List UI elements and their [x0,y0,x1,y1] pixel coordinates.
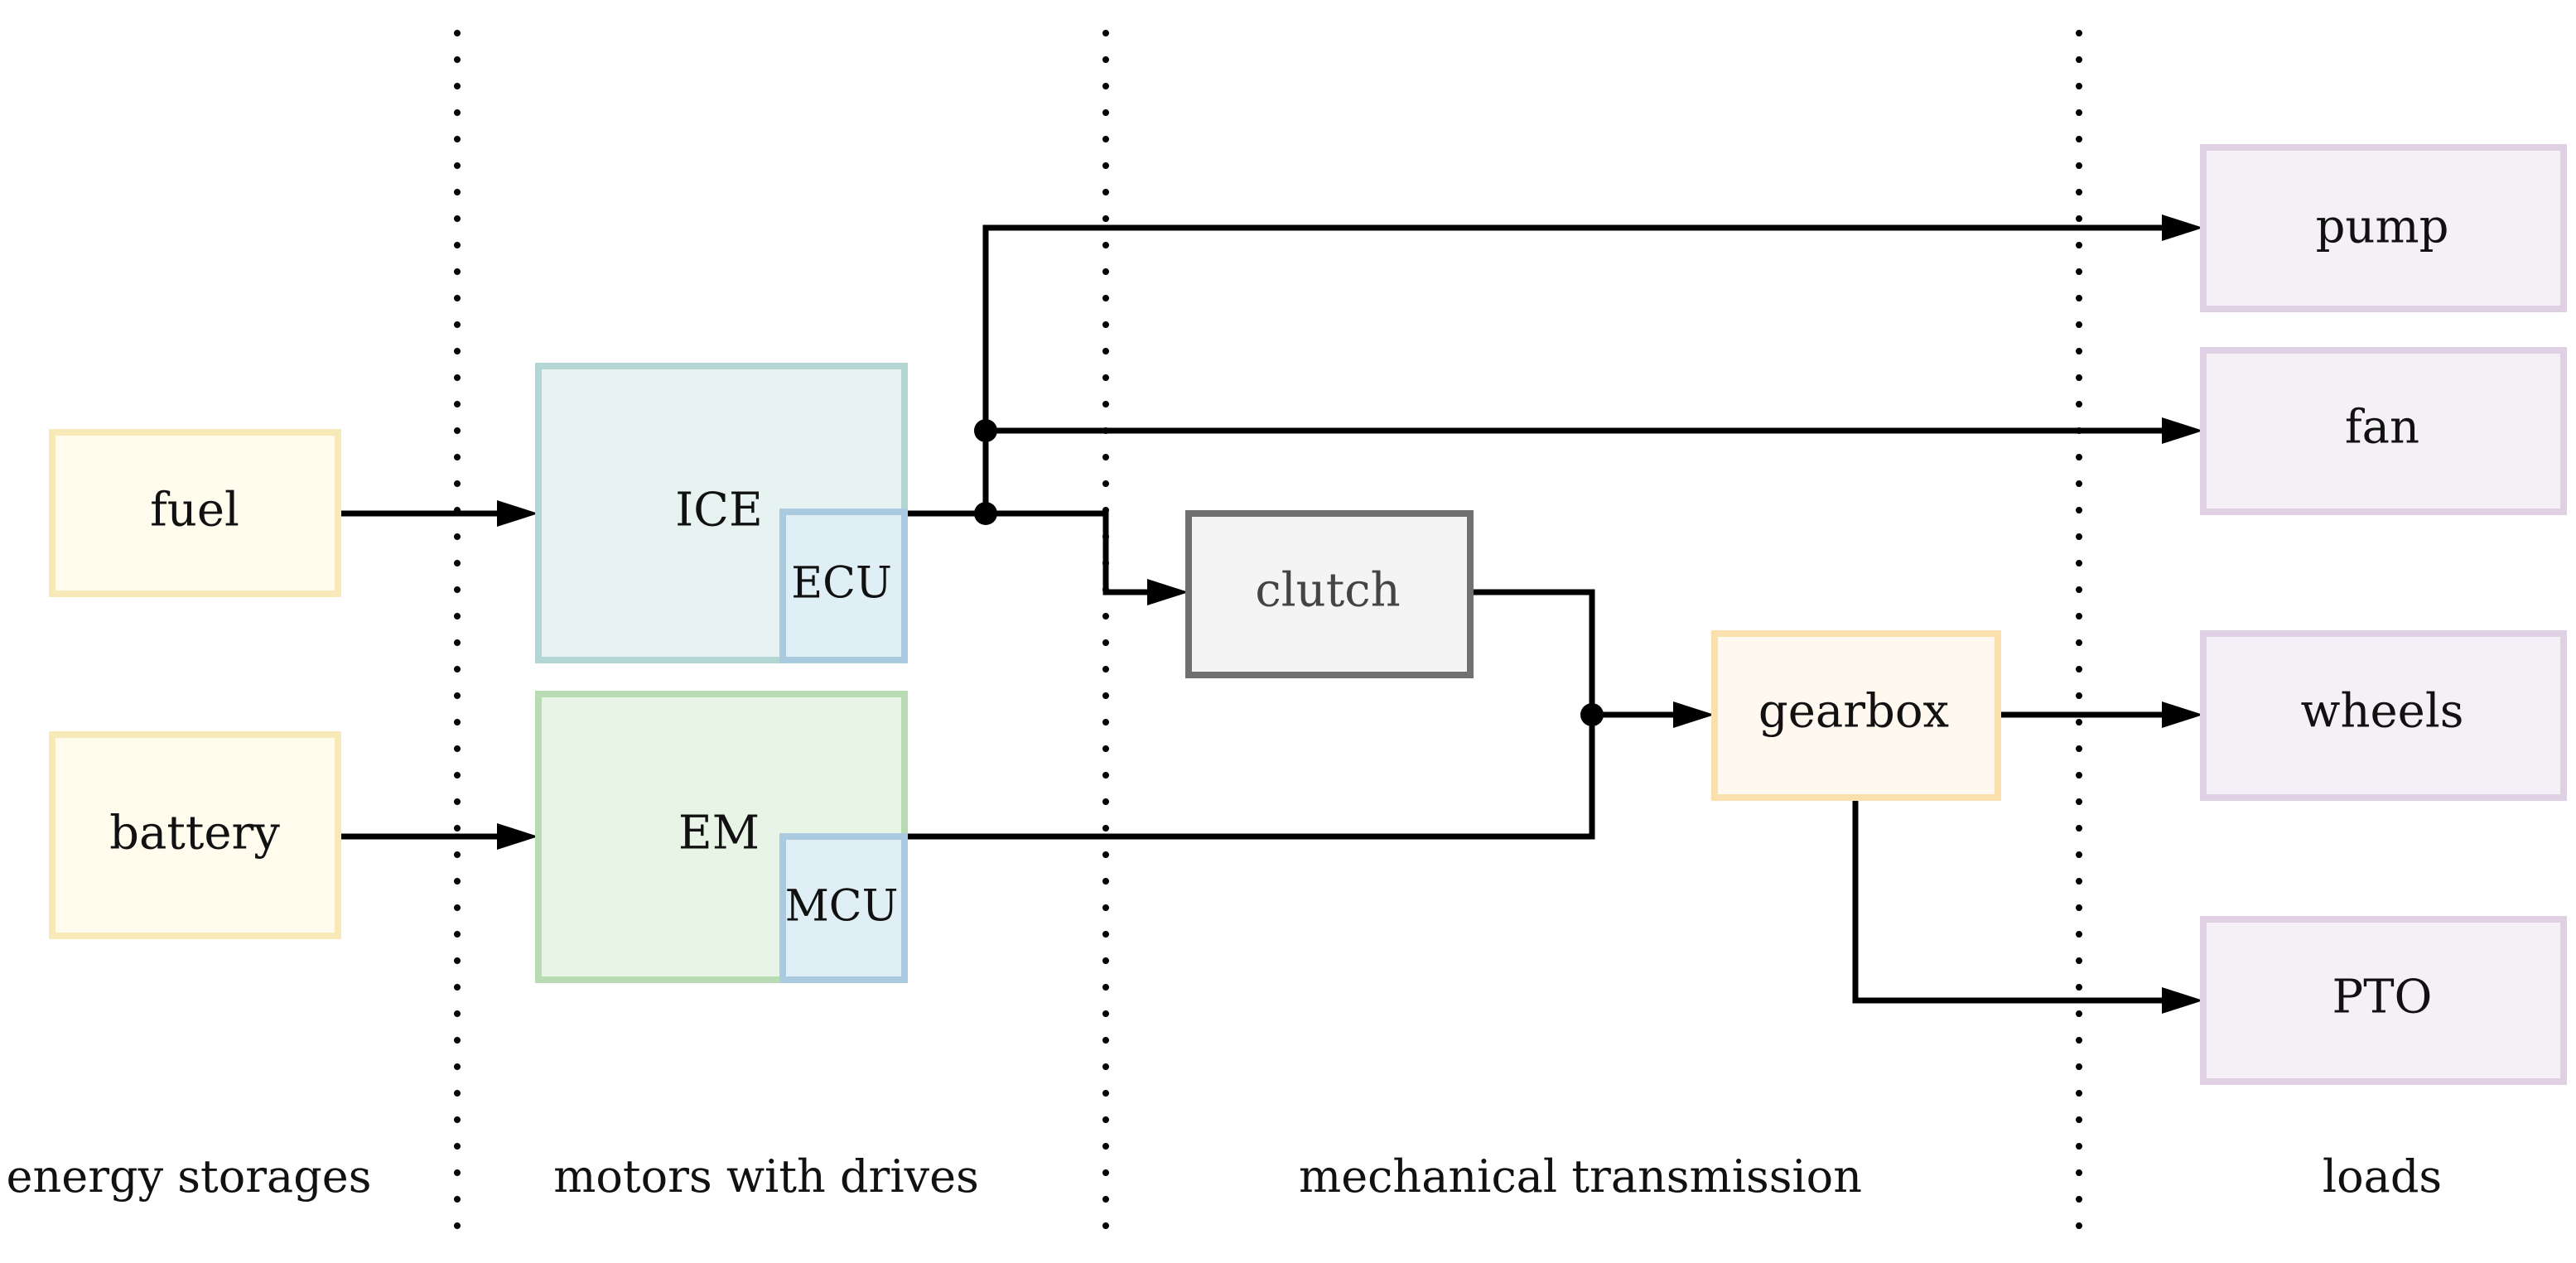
node-fuel: fuel [49,429,341,597]
clutch-box [1185,510,1474,678]
junction-dot-gearbox [1580,703,1604,726]
arrowhead-gearbox [1673,701,1715,728]
arrowhead-clutch [1147,579,1189,605]
em-label: EM [678,807,760,860]
gearbox-label: gearbox [1758,685,1949,739]
node-battery: battery [49,731,341,939]
junction-dot-top [974,419,997,442]
section-label-loads: loads [2323,1150,2442,1203]
node-pto: PTO [2200,916,2567,1085]
node-clutch: clutch [1185,510,1474,678]
pump-box [2200,144,2567,312]
battery-box [49,731,341,939]
section-label-transmission: mechanical transmission [1299,1150,1862,1203]
arrowhead-pump [2162,215,2203,241]
gearbox-box [1711,630,2001,801]
ecu-box [779,509,908,663]
pump-label: pump [2316,200,2449,254]
fan-label: fan [2345,401,2419,455]
node-fan: fan [2200,347,2567,515]
wheels-box [2200,630,2567,801]
arrowhead-pto [2162,987,2203,1014]
arrowhead-battery-em [497,823,538,850]
section-label-energy: energy storages [7,1150,372,1203]
pto-label: PTO [2332,971,2433,1024]
junction-dot-ice [974,502,997,525]
edge-ice-clutch [986,510,1147,595]
node-ice: ICE ECU [535,363,908,663]
mcu-box [779,833,908,983]
arrowhead-fuel-ice [497,500,538,527]
edge-shaft-riser [982,224,2162,513]
node-pump: pump [2200,144,2567,312]
fuel-box [49,429,341,597]
section-label-motors: motors with drives [553,1150,979,1203]
pto-box [2200,916,2567,1085]
ice-label: ICE [675,484,763,537]
fan-box [2200,347,2567,515]
clutch-label: clutch [1255,564,1400,618]
node-gearbox: gearbox [1711,630,2001,801]
node-em: EM MCU [535,691,908,983]
edge-gearbox-pto [1852,798,2162,1004]
mcu-label: MCU [785,882,899,932]
node-wheels: wheels [2200,630,2567,801]
connections [338,215,2203,1014]
arrowhead-fan [2162,417,2203,444]
battery-label: battery [109,807,280,860]
fuel-label: fuel [150,484,239,537]
wheels-label: wheels [2301,685,2464,739]
arrowhead-wheels [2162,701,2203,728]
ecu-label: ECU [791,559,892,609]
